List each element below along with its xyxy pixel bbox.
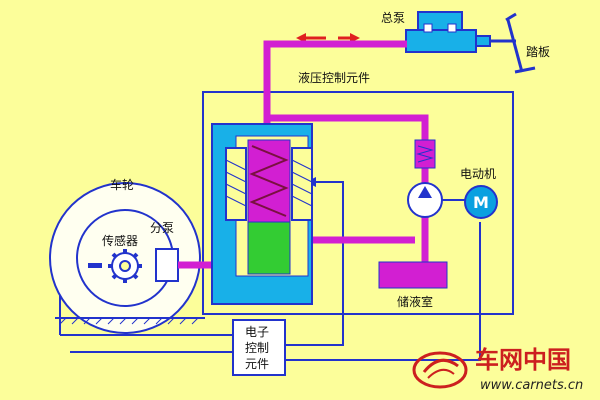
label-reservoir: 储液室: [397, 294, 433, 309]
label-ecu-line1: 电子: [245, 325, 269, 339]
sensor-tip: [88, 263, 102, 268]
reservoir: [378, 261, 448, 289]
label-ecu-line3: 元件: [245, 357, 269, 371]
label-ecu-line2: 控制: [245, 341, 269, 355]
watermark-url: www.carnets.cn: [480, 378, 583, 393]
master-cylinder: [405, 11, 516, 53]
label-wheel-cylinder: 分泵: [150, 221, 174, 235]
pump-icon: [407, 182, 443, 218]
motor-symbol: M: [473, 193, 489, 212]
label-pedal: 踏板: [526, 45, 550, 59]
watermark-brand: 车网中国: [475, 346, 571, 374]
label-hydraulic-unit: 液压控制元件: [298, 70, 370, 85]
ground-hatch: [59, 317, 199, 325]
label-sensor: 传感器: [102, 233, 138, 248]
label-wheel: 车轮: [110, 177, 134, 192]
sensor-gear-icon: [108, 249, 142, 283]
hydraulic-unit-frame: [202, 91, 514, 315]
check-valve: [414, 139, 436, 169]
pedal-lever: [505, 12, 536, 74]
label-master-cylinder: 总泵: [381, 11, 405, 25]
solenoid-valve: [211, 123, 313, 305]
motor-icon: [464, 185, 498, 219]
wheel-cylinder: [155, 248, 179, 282]
ecu-box: [232, 319, 286, 376]
watermark-logo-icon: [412, 351, 468, 389]
label-motor: 电动机: [460, 167, 496, 181]
